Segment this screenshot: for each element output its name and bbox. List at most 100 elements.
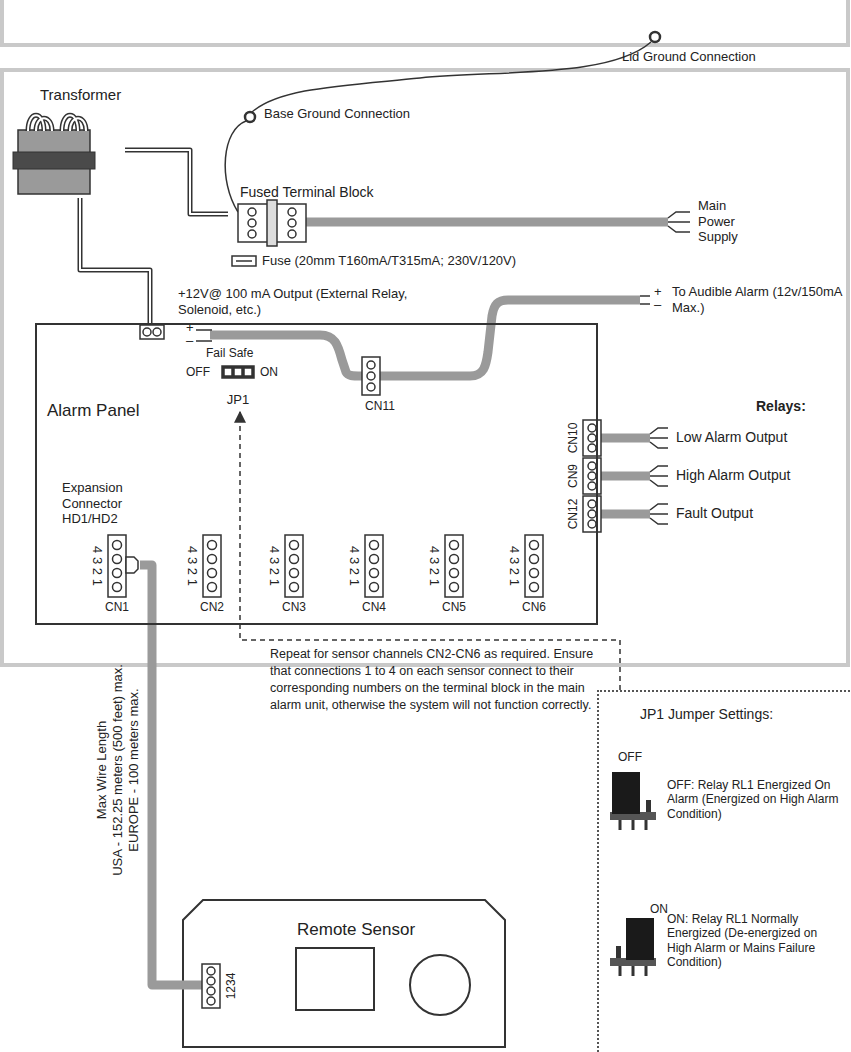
enclosure [2,0,848,665]
jumper-state: OFF [186,365,210,379]
drawing-part [183,900,505,1047]
drawing-part [288,219,296,227]
connector [140,565,183,985]
drawing-part [126,557,138,573]
drawing-part [248,230,256,238]
ground-label: Base Ground Connection [264,106,410,122]
drawing-part [450,569,459,578]
pin-numbers: 4 3 2 1 [89,546,105,586]
output-label: +12V@ 100 mA Output (External Relay, Sol… [178,286,408,317]
polarity-mark: – [654,297,661,313]
drawing-part [588,424,596,432]
sensor-title: Remote Sensor [297,920,415,940]
drawing-part [2,0,848,45]
drawing-part [290,555,299,564]
drawing-part [248,219,256,227]
drawing-part [207,987,215,995]
remote-sensor-housing [183,900,505,1047]
drawing-part [13,152,95,169]
fuse-symbol [232,256,256,266]
drawing-part [208,569,217,578]
connector-label: CN3 [282,600,306,614]
drawing-part [285,535,303,597]
ground-wires [225,42,651,212]
drawing-part [668,212,690,232]
connector [80,198,150,323]
connector-label: CN1 [105,600,129,614]
drawing-part [290,541,299,550]
drawing-part [367,383,375,391]
cable-note: USA - 152.25 meters (500 feet) max. [110,664,126,876]
drawing-part [296,948,374,1010]
relay-label: Fault Output [676,505,753,522]
connector-line [125,150,228,214]
main-cable [306,212,690,232]
connector-label: CN5 [442,600,466,614]
drawing-part [208,583,217,592]
drawing-part [616,946,621,958]
drawing-part [183,981,202,990]
connector-line [80,198,150,323]
drawing-part [244,368,252,376]
drawing-part [601,438,650,514]
drawing-part [288,208,296,216]
drawing-part [203,535,221,597]
drawing-part [113,541,122,550]
drawing-part [650,428,668,524]
drawing-part [410,955,470,1015]
drawing-part [245,112,255,122]
relay-label: Low Alarm Output [676,429,787,446]
component-node: CN9 [565,458,605,495]
output-label: To Audible Alarm (12v/150mA Max.) [672,284,842,315]
drawing-part [236,260,252,262]
connector-label: CN11 [365,399,395,413]
drawing-part [646,800,651,812]
wiring-note: Repeat for sensor channels CN2-CN6 as re… [270,646,605,714]
drawing-part [288,230,296,238]
component-node: 4 3 2 1CN6 [505,535,557,620]
jumper-off-icon [610,772,656,830]
drawing-part [252,42,651,112]
drawing-part [620,966,646,976]
drawing-part [267,200,277,246]
setting-description: OFF: Relay RL1 Energized On Alarm (Energ… [667,778,843,821]
settings-box: JP1 Jumper Settings:OFFOFF: Relay RL1 En… [597,690,851,1052]
connector-label: CN12 [566,499,580,530]
setting-name: ON [650,902,668,916]
drawing-part [525,535,543,597]
drawing-part [36,118,52,131]
group-heading: Relays: [756,398,806,415]
connector-label: CN4 [362,600,386,614]
component-node: CN11 [358,355,402,417]
drawing-part [290,569,299,578]
fused-terminal-block [238,200,306,246]
drawing-part [588,444,596,452]
drawing-part [588,510,596,518]
drawing-part [370,569,379,578]
drawing-part [248,208,256,216]
pin-numbers: 4 3 2 1 [346,546,362,586]
sensor-terminal [183,964,220,1008]
drawing-part [588,520,596,528]
drawing-part [612,772,640,814]
drawing-part [234,368,242,376]
component-heading: Fused Terminal Block [240,184,374,201]
fuse-label: Fuse (20mm T160mA/T315mA; 230V/120V) [262,253,516,269]
drawing-part [113,583,122,592]
ground-label: Lid Ground Connection [622,49,756,65]
connector-label: CN9 [566,464,580,488]
connector-line [80,198,150,323]
drawing-part [196,296,650,341]
component-node: CN12 [565,496,605,533]
drawing-part [530,583,539,592]
drawing-part [28,115,86,131]
alarm-panel: Alarm PanelJP1CN11CN10CN9CN124 3 2 1CN14… [35,323,598,625]
drawing-part [588,434,596,442]
drawing-part [207,977,215,985]
power-label: Main Power Supply [698,198,756,245]
drawing-part [370,541,379,550]
drawing-part [153,328,161,336]
pin-numbers: 4 3 2 1 [184,546,200,586]
drawing-part [28,115,86,131]
